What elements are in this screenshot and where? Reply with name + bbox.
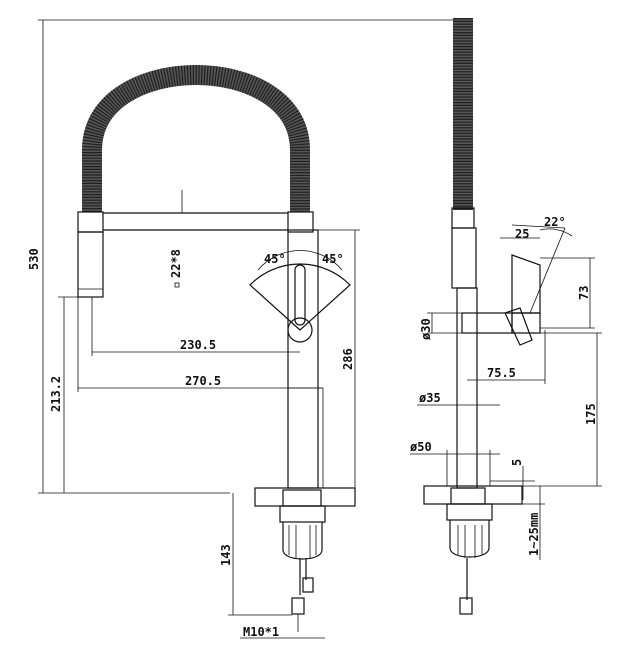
side-view	[423, 18, 566, 615]
dim-side-handle-height: 73	[577, 286, 591, 300]
dim-side-handle-dia: ø30	[419, 318, 433, 340]
front-hose-sleeve-left	[77, 211, 104, 233]
dim-handle-angle-left: 45°	[264, 252, 286, 266]
dim-base-dia: ø50	[410, 440, 432, 454]
dim-thread: M10*1	[243, 625, 279, 639]
front-spray-head	[77, 231, 104, 298]
side-spray-head	[451, 227, 477, 289]
dim-side-handle-width: 25	[515, 227, 529, 241]
front-dimensions: 530 213.2 286 230.5 270.5 22*8 45° 45° 1…	[27, 19, 460, 639]
front-hose-sleeve-right	[287, 211, 314, 233]
front-handle-range	[249, 263, 351, 331]
dim-side-handle-reach: 75.5	[487, 366, 516, 380]
dim-total-height: 530	[27, 248, 41, 270]
dim-side-handle-angle: 22°	[544, 215, 566, 229]
front-hose	[82, 65, 310, 212]
front-body	[287, 229, 319, 489]
dim-body-height: 286	[341, 348, 355, 370]
dim-hose-reach: 230.5	[180, 338, 216, 352]
front-view	[77, 65, 356, 632]
dim-side-from-base: 175	[584, 403, 598, 425]
front-handle-knob	[287, 317, 313, 343]
dim-below-counter: 143	[219, 544, 233, 566]
dim-spout-reach: 270.5	[185, 374, 221, 388]
dim-base-height: 5	[510, 459, 524, 466]
side-body	[456, 287, 478, 489]
front-handle-lever	[294, 264, 306, 326]
front-hose-coil	[82, 65, 310, 212]
dim-spout-height: 213.2	[49, 376, 63, 412]
side-countertop	[423, 485, 523, 505]
dim-counter-thickness: 1~25mm	[527, 513, 541, 556]
dim-handle-angle-right: 45°	[322, 252, 344, 266]
dim-side-body-dia: ø35	[419, 391, 441, 405]
dim-spray-head: 22*8	[169, 249, 183, 278]
front-countertop	[254, 487, 356, 507]
side-dimensions: 22° 25 73 ø30 75.5 ø35 175 ø50 5	[410, 215, 602, 560]
